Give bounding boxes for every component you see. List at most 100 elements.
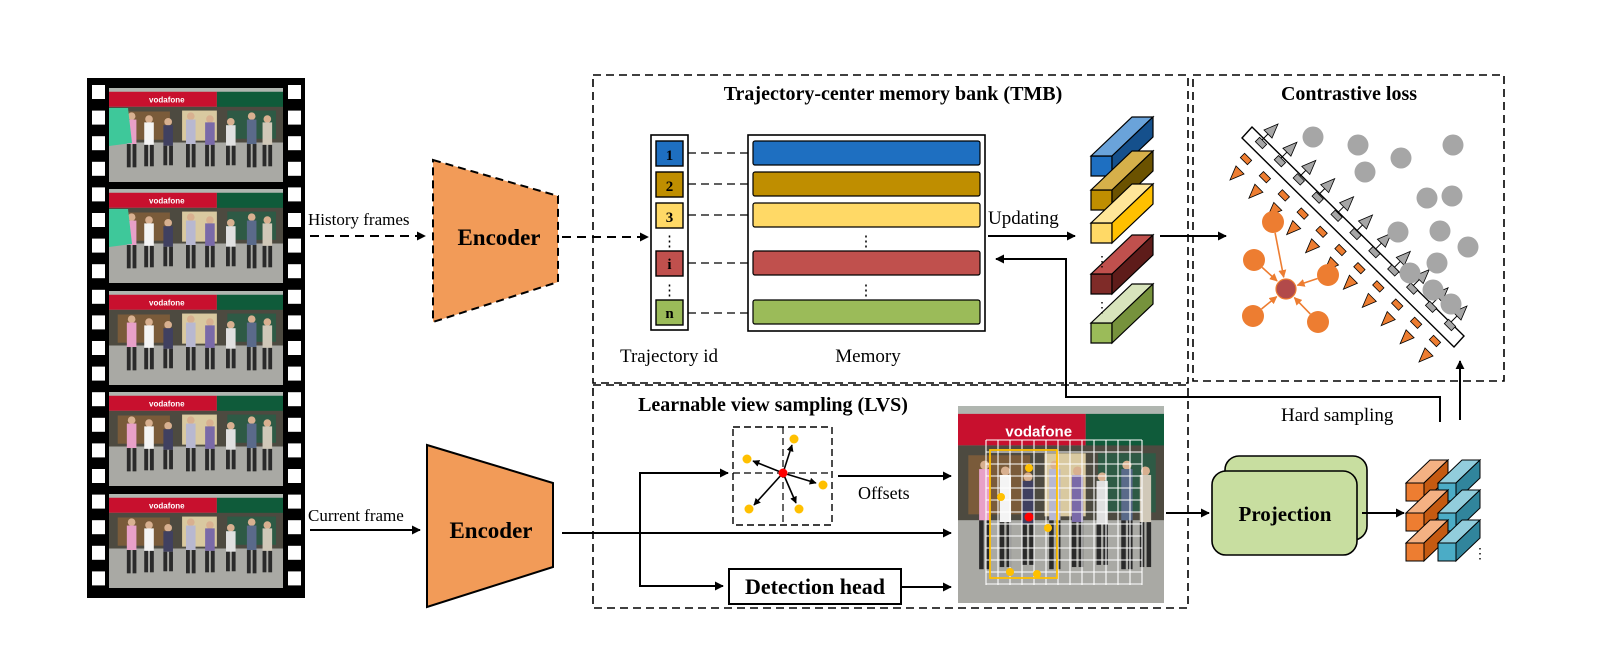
sprocket-hole [288, 469, 301, 483]
sprocket-holes-left [92, 85, 105, 586]
memory-vdots-2: ⋮ [859, 283, 874, 299]
sampling-grid [985, 439, 1143, 585]
negative-sample [1302, 126, 1324, 148]
id-cell-i [655, 250, 684, 277]
svg-text:vodafone: vodafone [149, 299, 185, 308]
cube-green [1089, 282, 1155, 345]
proj-cube-orange [1404, 518, 1450, 563]
id-memory-connectors [688, 152, 753, 314]
feature-cube-stack [1089, 115, 1155, 345]
id-label-i: i [667, 257, 671, 273]
trajectory-id-cells: 1 2 3 ⋮ i ⋮ n [655, 140, 684, 326]
sprocket-hole [92, 136, 105, 151]
sprocket-hole [288, 213, 301, 227]
id-cell-3 [655, 202, 684, 229]
sprocket-hole [92, 417, 105, 432]
positive-sample [1307, 311, 1329, 333]
trajectory-id-label: Trajectory id [620, 346, 718, 367]
id-vdots-2: ⋮ [662, 283, 677, 299]
sprocket-hole [288, 85, 301, 99]
positive-push-arrow [1304, 225, 1328, 254]
sprocket-hole [92, 85, 105, 99]
sprocket-hole [288, 110, 301, 125]
positive-sample [1243, 249, 1265, 271]
id-cell-2 [655, 171, 684, 198]
cube-vdots-2: ⋮ [1095, 301, 1109, 316]
memory-rows: ⋮ ⋮ [752, 140, 981, 325]
contrastive-illustration [1229, 123, 1479, 363]
svg-text:vodafone: vodafone [149, 197, 185, 206]
sprocket-hole [288, 443, 301, 458]
negative-sample [1399, 262, 1421, 284]
projected-feature-cubes [1404, 458, 1482, 563]
memory-row-n [752, 299, 981, 325]
sprocket-hole [288, 187, 301, 202]
memory-vdots-1: ⋮ [859, 234, 874, 250]
sprocket-hole [92, 289, 105, 304]
offset-sampling-illustration [732, 426, 833, 526]
encoder-top-label: Encoder [457, 225, 540, 250]
sprocket-hole [92, 161, 105, 176]
video-frame: vodafone [109, 392, 283, 486]
lvs-title: Learnable view sampling (LVS) [638, 394, 908, 416]
sprocket-hole [92, 213, 105, 227]
updating-label: Updating [988, 208, 1059, 229]
positive-push-arrow [1229, 152, 1253, 181]
sprocket-hole [92, 366, 105, 381]
encoder-top: Encoder [432, 158, 559, 324]
projection-box [1211, 470, 1358, 556]
negative-sample [1416, 187, 1438, 209]
sprocket-hole [92, 443, 105, 458]
positive-push-arrow [1248, 170, 1272, 199]
projection-block: Projection [1211, 455, 1368, 556]
sprocket-hole [92, 545, 105, 560]
video-frame: vodafone [109, 494, 283, 588]
sprocket-hole [92, 187, 105, 202]
sprocket-hole [288, 494, 301, 509]
anchor-sample [1275, 278, 1297, 300]
video-frame: vodafone [109, 189, 283, 283]
detection-head-label: Detection head [745, 574, 885, 599]
sprocket-hole [288, 392, 301, 407]
positive-push-arrow [1418, 334, 1442, 363]
negative-sample [1390, 147, 1412, 169]
contrastive-title: Contrastive loss [1281, 83, 1417, 105]
proj-vdots: ⋮ [1473, 547, 1487, 562]
negative-push-arrow [1273, 141, 1298, 168]
memory-row-1 [752, 140, 981, 166]
negative-sample [1426, 252, 1448, 274]
film-strip: vodafone vodafone vodafone vodafone vodafone [87, 78, 305, 598]
video-frame: vodafone [109, 88, 283, 182]
sprocket-hole [92, 238, 105, 253]
negative-push-arrow [1349, 214, 1374, 241]
lvs-arrows [562, 468, 952, 592]
sprocket-hole [92, 110, 105, 125]
negative-push-arrow [1368, 232, 1393, 259]
svg-text:vodafone: vodafone [149, 400, 185, 409]
id-cell-n [655, 299, 684, 326]
hard-sampling-arrow [995, 254, 1441, 422]
svg-text:vodafone: vodafone [149, 96, 185, 105]
positive-sample [1242, 305, 1264, 327]
negative-push-arrow [1443, 305, 1468, 332]
negative-push-arrow [1254, 123, 1279, 150]
id-label-1: 1 [666, 148, 674, 164]
negative-sample [1457, 236, 1479, 258]
encoder-bottom-shape [426, 443, 554, 609]
sprocket-hole [92, 315, 105, 330]
sprocket-hole [288, 161, 301, 176]
sampling-roi [989, 449, 1058, 579]
positive-sample [1317, 264, 1339, 286]
svg-text:vodafone: vodafone [1005, 424, 1072, 441]
encoder-top-shape [432, 158, 559, 324]
proj-cube-blue [1436, 518, 1482, 563]
svg-text:vodafone: vodafone [149, 502, 185, 511]
sprocket-hole [92, 264, 105, 279]
positive-push-arrow [1342, 261, 1366, 290]
sprocket-hole [92, 494, 105, 509]
cube-vdots-1: ⋮ [1095, 255, 1109, 270]
memory-row-2 [752, 171, 981, 197]
id-label-3: 3 [666, 210, 674, 226]
cube-yellow [1089, 182, 1155, 245]
